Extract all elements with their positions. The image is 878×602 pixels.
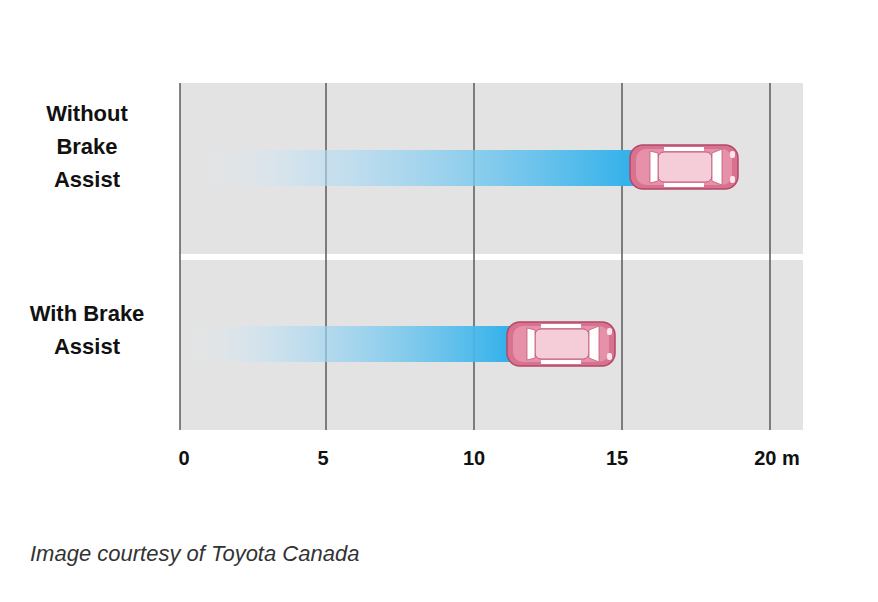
axis-tick: 5 — [317, 447, 328, 470]
lane-divider — [180, 254, 803, 260]
car-icon — [630, 145, 738, 189]
axis-tick: 0 — [178, 447, 189, 470]
grid-lines — [180, 83, 770, 430]
row-label: With Brake Assist — [22, 297, 152, 363]
axis-tick: 15 — [606, 447, 628, 470]
road-band — [180, 83, 803, 430]
car-icon — [507, 322, 615, 366]
braking-trail — [190, 326, 514, 362]
row-label: Without Brake Assist — [22, 97, 152, 196]
axis-tick: 20 m — [754, 447, 800, 470]
image-credit: Image courtesy of Toyota Canada — [30, 541, 359, 567]
axis-tick: 10 — [463, 447, 485, 470]
braking-trail — [200, 150, 636, 186]
